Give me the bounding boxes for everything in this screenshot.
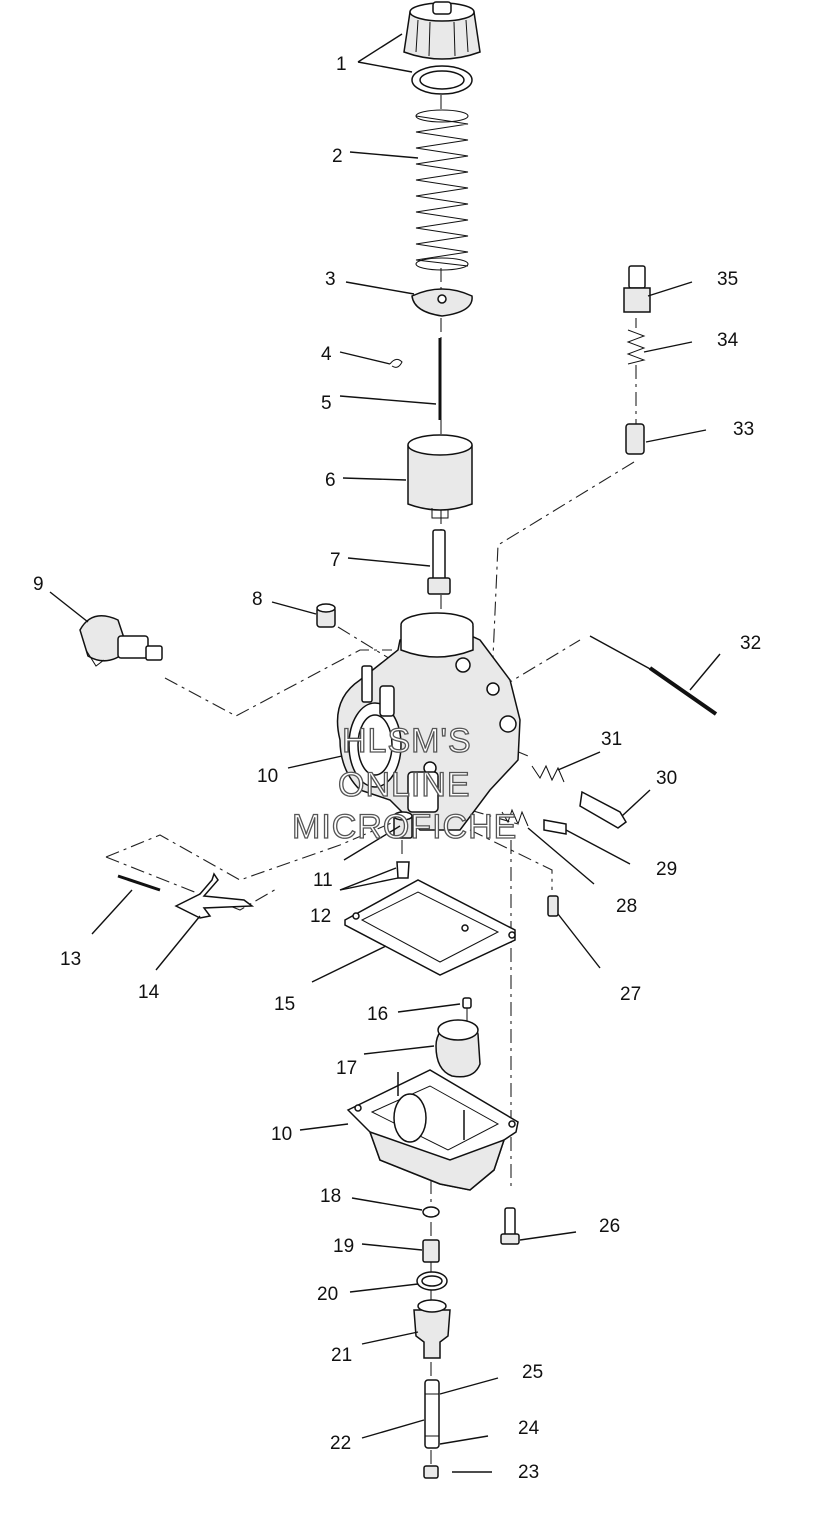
assembly-axis-lines [105,95,637,1465]
watermark-line-3: MICROFICHE [292,808,517,846]
callout-10-body: 10 [257,766,278,787]
part-jet-19 [422,1239,440,1263]
part-spring-31 [531,764,565,783]
callout-27: 27 [620,984,641,1005]
part-drain-plug-21 [413,1299,451,1359]
part-float-arm [174,872,255,919]
callout-28: 28 [616,896,637,917]
part-screw-23 [423,1465,439,1479]
part-spring [415,109,469,271]
part-oring-20 [416,1271,448,1291]
part-needle-jet [427,529,451,595]
callout-15: 15 [274,994,295,1015]
callout-16: 16 [367,1004,388,1025]
callout-11: 11 [313,870,333,891]
callout-7: 7 [330,550,341,571]
part-ring [411,65,473,95]
callout-35: 35 [717,269,738,290]
part-retainer-plate [411,288,473,317]
part-pilot-jet [393,811,413,839]
part-33 [625,423,645,455]
callout-33: 33 [733,419,754,440]
part-float-pin-small [462,997,472,1009]
part-choke-plunger [79,615,163,667]
callout-labels: 1 2 3 4 5 6 7 8 9 10 11 12 13 14 15 16 1… [33,54,761,1483]
part-clip [389,358,403,368]
part-float-pin [117,874,161,892]
callout-22: 22 [330,1433,351,1454]
callout-34: 34 [717,330,739,351]
callout-4: 4 [321,344,332,365]
callout-29: 29 [656,859,677,880]
part-spring-28 [501,808,529,827]
part-float [435,1019,481,1078]
callout-5: 5 [321,393,332,414]
callout-17: 17 [336,1058,357,1079]
callout-2: 2 [332,146,343,167]
callout-12: 12 [310,906,331,927]
callout-21: 21 [331,1345,352,1366]
callout-14: 14 [138,982,160,1003]
callout-19: 19 [333,1236,354,1257]
part-screw-27 [547,895,559,917]
callout-26: 26 [599,1216,620,1237]
callout-6: 6 [325,470,336,491]
callout-8: 8 [252,589,263,610]
callout-25: 25 [522,1362,543,1383]
part-cap [403,1,481,60]
part-small-cap [316,603,336,628]
part-float-bowl [346,1069,519,1191]
leader-lines [49,33,721,1473]
callout-13: 13 [60,949,81,970]
callout-10-bowl: 10 [271,1124,292,1145]
callout-9: 9 [33,574,44,595]
part-throttle-slide [407,434,473,519]
part-rod [648,666,718,716]
part-screw-29 [543,819,567,835]
callout-18: 18 [320,1186,341,1207]
watermark-line-2: ONLINE [338,766,471,804]
part-screw-30 [579,790,627,829]
watermark: HLSM'S ONLINE MICROFICHE [291,721,517,846]
watermark-line-1: HLSM'S [342,722,472,760]
part-carburetor-body [336,612,521,831]
part-washer-18 [422,1206,440,1218]
callout-32: 32 [740,633,761,654]
part-screw-26 [500,1207,520,1245]
callout-20: 20 [317,1284,338,1305]
part-main-jet [396,861,410,879]
callout-1: 1 [336,54,347,75]
part-fitting-35 [623,265,651,313]
callout-24: 24 [518,1418,540,1439]
part-gasket [344,879,516,976]
callout-23: 23 [518,1462,539,1483]
part-spring-34 [626,329,646,365]
callout-30: 30 [656,768,677,789]
part-tube-22 [424,1379,440,1449]
callout-31: 31 [601,729,622,750]
callout-3: 3 [325,269,336,290]
